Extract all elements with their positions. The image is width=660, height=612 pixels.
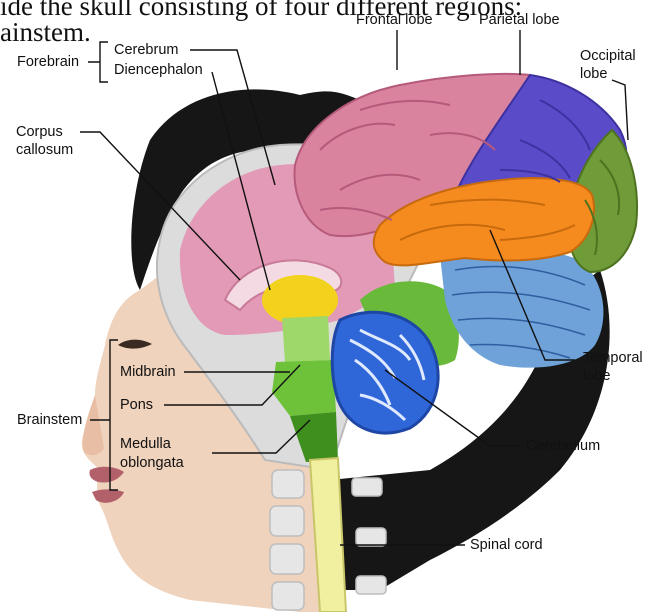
label-medulla-1: Medulla (120, 436, 171, 453)
label-corpus-callosum-2: callosum (16, 142, 73, 159)
label-midbrain: Midbrain (120, 364, 176, 381)
label-cerebellum: Cerebellum (526, 438, 600, 455)
label-forebrain: Forebrain (17, 54, 79, 71)
label-diencephalon: Diencephalon (114, 62, 203, 79)
label-pons: Pons (120, 397, 153, 414)
label-brainstem: Brainstem (17, 412, 82, 429)
label-parietal-lobe: Parietal lobe (479, 12, 560, 29)
label-spinal-cord: Spinal cord (470, 537, 543, 554)
caption-line-2: ainstem. (0, 17, 91, 48)
label-occipital-lobe-1: Occipital (580, 48, 636, 65)
label-medulla-2: oblongata (120, 455, 184, 472)
label-temporal-lobe-2: lobe (583, 368, 610, 385)
label-corpus-callosum-1: Corpus (16, 124, 63, 141)
label-frontal-lobe: Frontal lobe (356, 12, 433, 29)
leader-forebrain-bracket (88, 42, 108, 82)
midbrain-structure (282, 316, 330, 362)
label-temporal-lobe-1: Temporal (583, 350, 643, 367)
label-cerebrum: Cerebrum (114, 42, 178, 59)
label-occipital-lobe-2: lobe (580, 66, 607, 83)
